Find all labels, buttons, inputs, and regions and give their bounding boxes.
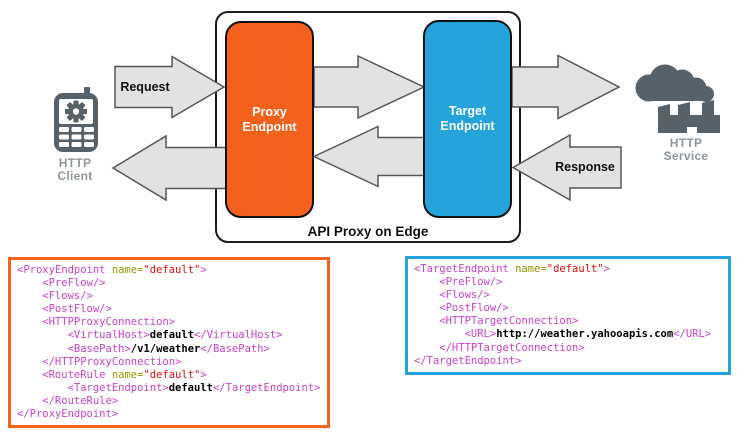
cloud-icon (635, 64, 714, 102)
proxy-endpoint-label: Proxy Endpoint (242, 104, 297, 134)
code-token-tag: <BasePath> (17, 342, 131, 355)
request-arrow (114, 55, 226, 119)
proxy-endpoint-box: Proxy Endpoint (225, 21, 314, 218)
code-token-tag: </TargetEndpoint> (212, 381, 321, 394)
code-token-text: http://weather.yahooapis.com (496, 328, 674, 341)
api-proxy-on-edge-title: API Proxy on Edge (307, 224, 429, 239)
code-line: <URL>http://weather.yahooapis.com</URL> (414, 328, 722, 341)
proxy-to-target-arrow (313, 54, 426, 120)
code-token-tag: <PreFlow/> (17, 277, 106, 290)
code-line: <ProxyEndpoint name="default"> (17, 264, 321, 277)
code-token-tag: <TargetEndpoint (414, 263, 516, 275)
diagram-arrows-layer (54, 54, 720, 202)
code-token-tag: <PostFlow/> (17, 303, 112, 316)
code-token-val: "default" (143, 264, 201, 276)
code-token-attr: name= (111, 368, 144, 381)
code-token-tag: > (200, 264, 207, 276)
code-line: <HTTPTargetConnection> (414, 315, 722, 328)
gear-icon (65, 100, 87, 123)
code-token-text: /v1/weather (130, 342, 201, 355)
request-arrow-label: Request (120, 80, 170, 94)
code-line: <VirtualHost>default</VirtualHost> (17, 329, 321, 342)
http-client-label-line2: Client (57, 169, 93, 183)
code-token-text: default (168, 381, 213, 394)
http-client-label-line1: HTTP (58, 156, 92, 170)
code-line: <PreFlow/> (414, 276, 722, 289)
code-token-tag: <ProxyEndpoint (17, 264, 112, 276)
code-line: <BasePath>/v1/weather</BasePath> (17, 343, 321, 356)
code-token-text: default (149, 329, 195, 342)
code-line: </ProxyEndpoint> (17, 408, 321, 421)
code-line: </HTTPTargetConnection> (414, 342, 722, 355)
http-service-cloud-factory-icon (635, 64, 720, 133)
code-token-tag: </HTTPProxyConnection> (17, 355, 182, 368)
code-token-attr: name= (111, 264, 144, 276)
http-service-label-line1: HTTP (669, 136, 703, 150)
code-token-val: "default" (546, 263, 604, 275)
code-token-tag: <Flows/> (17, 290, 93, 303)
code-line: <TargetEndpoint name="default"> (414, 263, 722, 276)
code-token-tag: <RouteRule (17, 368, 112, 381)
code-token-tag: <PreFlow/> (414, 276, 503, 289)
code-line: </TargetEndpoint> (414, 355, 722, 368)
code-line: <RouteRule name="default"> (17, 369, 321, 382)
code-line: <HTTPProxyConnection> (17, 316, 321, 329)
code-token-tag: </HTTPTargetConnection> (414, 341, 585, 354)
code-token-tag: </BasePath> (200, 342, 270, 355)
http-client-label: HTTP Client (30, 157, 120, 183)
code-line: <TargetEndpoint>default</TargetEndpoint> (17, 382, 321, 395)
code-token-tag: <URL> (414, 328, 497, 341)
http-service-label-line2: Service (663, 149, 709, 163)
code-token-tag: </ProxyEndpoint> (17, 408, 119, 421)
code-line: <PostFlow/> (17, 303, 321, 316)
code-line: <PostFlow/> (414, 302, 722, 315)
factory-icon (658, 100, 720, 133)
target-to-service-arrow (511, 54, 621, 120)
code-token-tag: <TargetEndpoint> (17, 381, 169, 394)
code-line: <Flows/> (17, 290, 321, 303)
http-service-label: HTTP Service (641, 137, 731, 163)
target-endpoint-label: Target Endpoint (440, 104, 495, 133)
target-to-proxy-arrow (312, 125, 425, 188)
code-line: </RouteRule> (17, 395, 321, 408)
code-token-tag: <HTTPProxyConnection> (17, 316, 176, 329)
code-token-tag: </VirtualHost> (194, 329, 283, 342)
code-token-tag: <HTTPTargetConnection> (414, 315, 579, 328)
code-token-tag: <Flows/> (414, 289, 490, 302)
http-client-phone-icon (54, 87, 98, 152)
code-token-tag: > (200, 368, 207, 381)
target-endpoint-box: Target Endpoint (423, 20, 512, 218)
code-token-attr: name= (515, 263, 547, 275)
code-token-tag: </RouteRule> (17, 394, 119, 407)
proxy-endpoint-code-block: <ProxyEndpoint name="default"> <PreFlow/… (8, 257, 330, 429)
code-line: <Flows/> (414, 289, 722, 302)
code-token-tag: > (603, 263, 610, 275)
target-endpoint-code-block: <TargetEndpoint name="default"> <PreFlow… (405, 256, 731, 375)
code-token-tag: </TargetEndpoint> (414, 354, 522, 367)
code-token-tag: </URL> (673, 328, 712, 341)
code-token-val: "default" (143, 368, 201, 381)
code-token-tag: <PostFlow/> (414, 302, 509, 315)
code-token-tag: <VirtualHost> (17, 329, 150, 342)
code-line: </HTTPProxyConnection> (17, 356, 321, 369)
response-arrow (511, 133, 622, 202)
response-arrow-label: Response (555, 160, 615, 174)
code-line: <PreFlow/> (17, 277, 321, 290)
